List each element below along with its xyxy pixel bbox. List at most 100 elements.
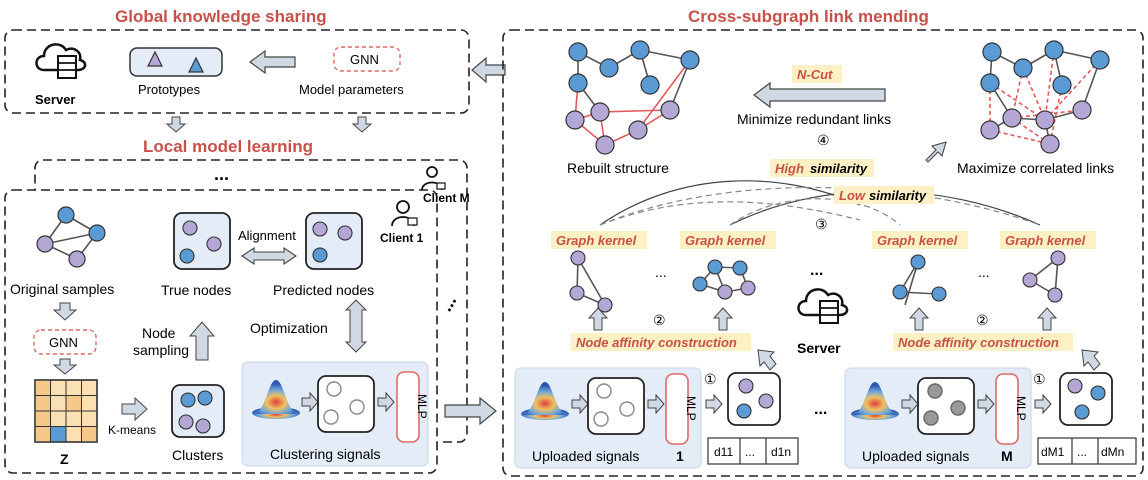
arrow-params-to-prototypes [248,49,296,75]
kmeans-label: K-means [108,423,156,437]
up-arrow-subgraph-m [1036,307,1058,331]
graph-kernel-highlight-2 [680,231,776,249]
mlp-label-m: MLP [1014,396,1028,421]
clustering-signals-label: Clustering signals [270,446,381,462]
clusters-label: Clusters [172,447,223,463]
output-node-purple [1067,378,1083,394]
graph-kernel-label-2: Graph kernel [685,233,766,248]
arrow-gauss-to-graph [301,391,319,413]
output-node-purple [758,393,774,409]
step-1-label-right: ① [1033,371,1046,387]
arrow-to-maximize [925,141,947,163]
client-m-label: Client M [423,191,470,205]
signal-node-gray [323,409,339,425]
prototype-triangle-blue-icon [188,56,204,73]
uploaded-signals-label-1: Uploaded signals [532,448,639,464]
graph-kernel-highlight-3 [872,231,968,249]
step-1-label-left: ① [704,371,717,387]
ncut-label: N-Cut [797,67,833,82]
node-sampling-label-1: Node [142,325,176,341]
minimize-redundant-links-label: Minimize redundant links [737,111,891,127]
uploaded-node-dark-gray [950,400,966,416]
high-similarity-highlight [770,159,874,177]
uploaded-node-gray [593,411,609,427]
graph-kernel-highlight-4 [1000,231,1096,249]
cluster-node-blue [180,392,196,408]
subgraph-ellipsis-center: ... [810,262,823,279]
model-parameters-label: Model parameters [299,82,404,97]
uploaded-ellipsis: ... [814,401,827,418]
gnn-local-box [33,329,97,355]
cluster-node-purple [178,414,194,430]
ncut-arrow [753,81,886,109]
cross-panel-frame [502,29,1144,477]
diag-arrow-right [1081,349,1101,371]
title-local-model-learning: Local model learning [143,137,313,156]
arrow-global-to-local-right [351,116,373,133]
predicted-node-purple [312,221,328,237]
graph-kernel-label-1: Graph kernel [556,233,637,248]
client-m-number: M [1001,448,1013,464]
true-node-purple [206,236,222,252]
step-4-label: ④ [817,132,830,148]
step-2-label-left: ② [653,312,666,328]
title-cross-subgraph-link-mending: Cross-subgraph link mending [688,7,929,26]
d1n-label: d1n [771,445,791,459]
arrow-gauss-to-graph-1 [571,393,589,415]
up-arrow-subgraph-1 [587,307,609,331]
arrow-graph-to-mlp-m [977,393,995,415]
client-1-user-icon [391,200,418,227]
up-arrow-subgraph-3 [908,307,930,331]
d-ellipsis-1: ... [745,445,755,459]
subgraph-ellipsis-2: ... [978,264,990,280]
dm1-label: dM1 [1041,445,1065,459]
sample-node-blue [88,224,106,242]
output-node-blue [1090,385,1106,401]
signal-nodes-box [317,375,375,433]
gaussian-surface-icon [521,382,569,420]
arrow-graph-to-mlp [377,391,395,413]
high-similarity-label-2: similarity [810,161,868,176]
maximize-correlated-links-label: Maximize correlated links [957,160,1114,176]
node-affinity-label-2: Node affinity construction [898,335,1059,350]
client-1-number: 1 [676,448,684,464]
server-icon [35,43,87,79]
subgraph-3 [892,254,947,306]
arrow-graph-to-mlp-1 [647,393,665,415]
rebuilt-structure-label: Rebuilt structure [567,160,669,176]
diag-arrow-left [757,349,777,371]
uploaded-node-dark-gray [923,410,939,426]
low-similarity-highlight [834,186,934,204]
signal-node-gray [326,381,342,397]
arrow-local-to-cross [444,396,497,426]
subgraph-m [1022,250,1066,303]
node-sampling-arrow [188,321,216,361]
original-samples-label: Original samples [10,281,114,297]
mlp-label-1: MLP [684,396,698,421]
kmeans-arrow [121,396,148,422]
sample-node-purple [68,250,86,268]
low-similarity-label-2: similarity [869,188,927,203]
graph-kernel-label-3: Graph kernel [877,233,958,248]
local-ellipsis: ... [214,164,229,184]
sample-node-blue [57,206,75,224]
uploaded-node-dark-gray [927,383,943,399]
up-arrow-subgraph-2 [712,307,734,331]
arrow-mlp-to-output-m [1034,393,1052,415]
node-sampling-label-2: sampling [133,342,189,358]
gnn-global-box [333,46,401,72]
high-similarity-label: High [775,161,804,176]
mlp-local-box [396,371,420,443]
graph-kernel-highlight-1 [551,231,647,249]
gaussian-surface-icon [252,380,300,419]
local-ellipsis-diagonal: ... [435,292,460,315]
signal-node-gray [349,399,365,415]
arrow-global-to-local-left [165,116,187,133]
distance-vector-1 [707,437,799,465]
client-1-label: Client 1 [380,231,424,245]
step-3-label: ③ [815,216,828,232]
cluster-node-blue [197,390,213,406]
prototypes-box [129,47,223,77]
uploaded-node-gray [596,383,612,399]
mlp-box-1 [665,373,689,445]
